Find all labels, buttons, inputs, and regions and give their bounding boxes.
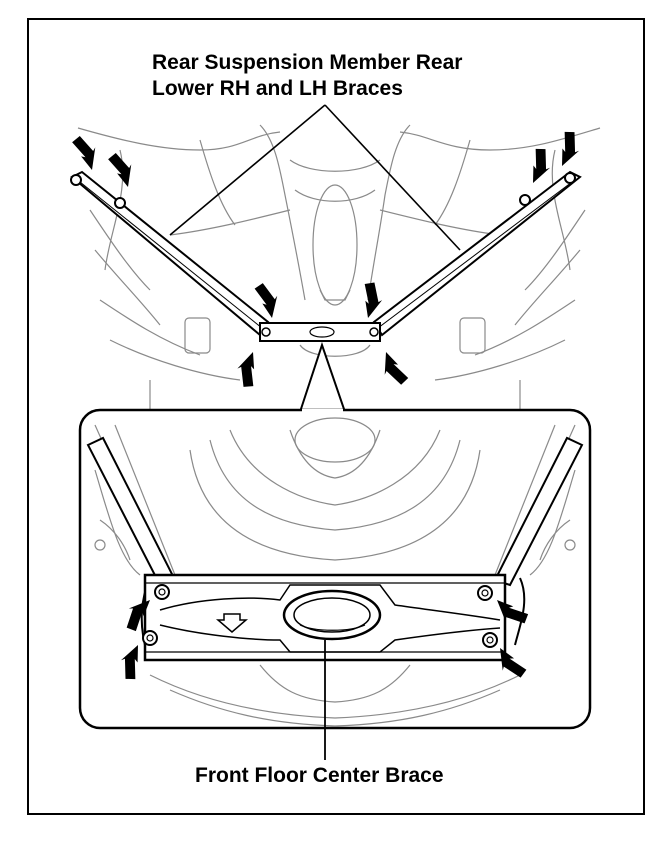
- undercarriage-sketch: [77, 124, 601, 410]
- detail-inset: [78, 408, 592, 730]
- rear-braces-callout-line1: Rear Suspension Member Rear: [152, 51, 463, 74]
- bolt-icon: [154, 584, 170, 600]
- direction-arrow-icon: [215, 613, 249, 633]
- front-brace-callout: Front Floor Center Brace: [195, 764, 444, 787]
- leader-line-rear-braces: [169, 104, 326, 236]
- front-floor-center-brace: [142, 573, 507, 662]
- rear-braces-callout-line2: Lower RH and LH Braces: [152, 77, 403, 100]
- leader-line-rear-braces-rh: [324, 104, 461, 251]
- rear-rh-brace: [372, 170, 582, 337]
- front-floor-center-brace-small: [259, 322, 381, 342]
- bolt-icon: [477, 585, 493, 601]
- bolt-icon: [482, 632, 498, 648]
- bolt-icon: [142, 630, 158, 646]
- rear-braces-callout: Rear Suspension Member Rear Lower RH and…: [152, 50, 462, 102]
- rear-lh-brace: [70, 170, 270, 337]
